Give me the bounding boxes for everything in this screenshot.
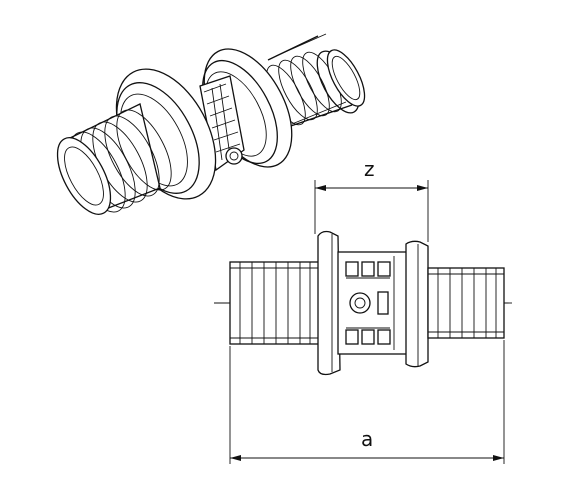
dimension-label-a: a [361, 427, 373, 451]
dimension-a: a [229, 340, 505, 464]
iso-right-pipe-end [266, 33, 366, 129]
side-right-pipe-end [427, 267, 505, 339]
dimension-z: z [314, 157, 429, 242]
side-left-pipe-end [229, 261, 321, 345]
side-clamp-body [337, 251, 409, 355]
side-view [214, 230, 512, 376]
isometric-view [56, 33, 366, 215]
dimension-label-z: z [364, 157, 375, 181]
iso-left-pipe-end [56, 103, 172, 215]
side-left-collar [317, 230, 341, 376]
side-right-collar [405, 240, 429, 368]
